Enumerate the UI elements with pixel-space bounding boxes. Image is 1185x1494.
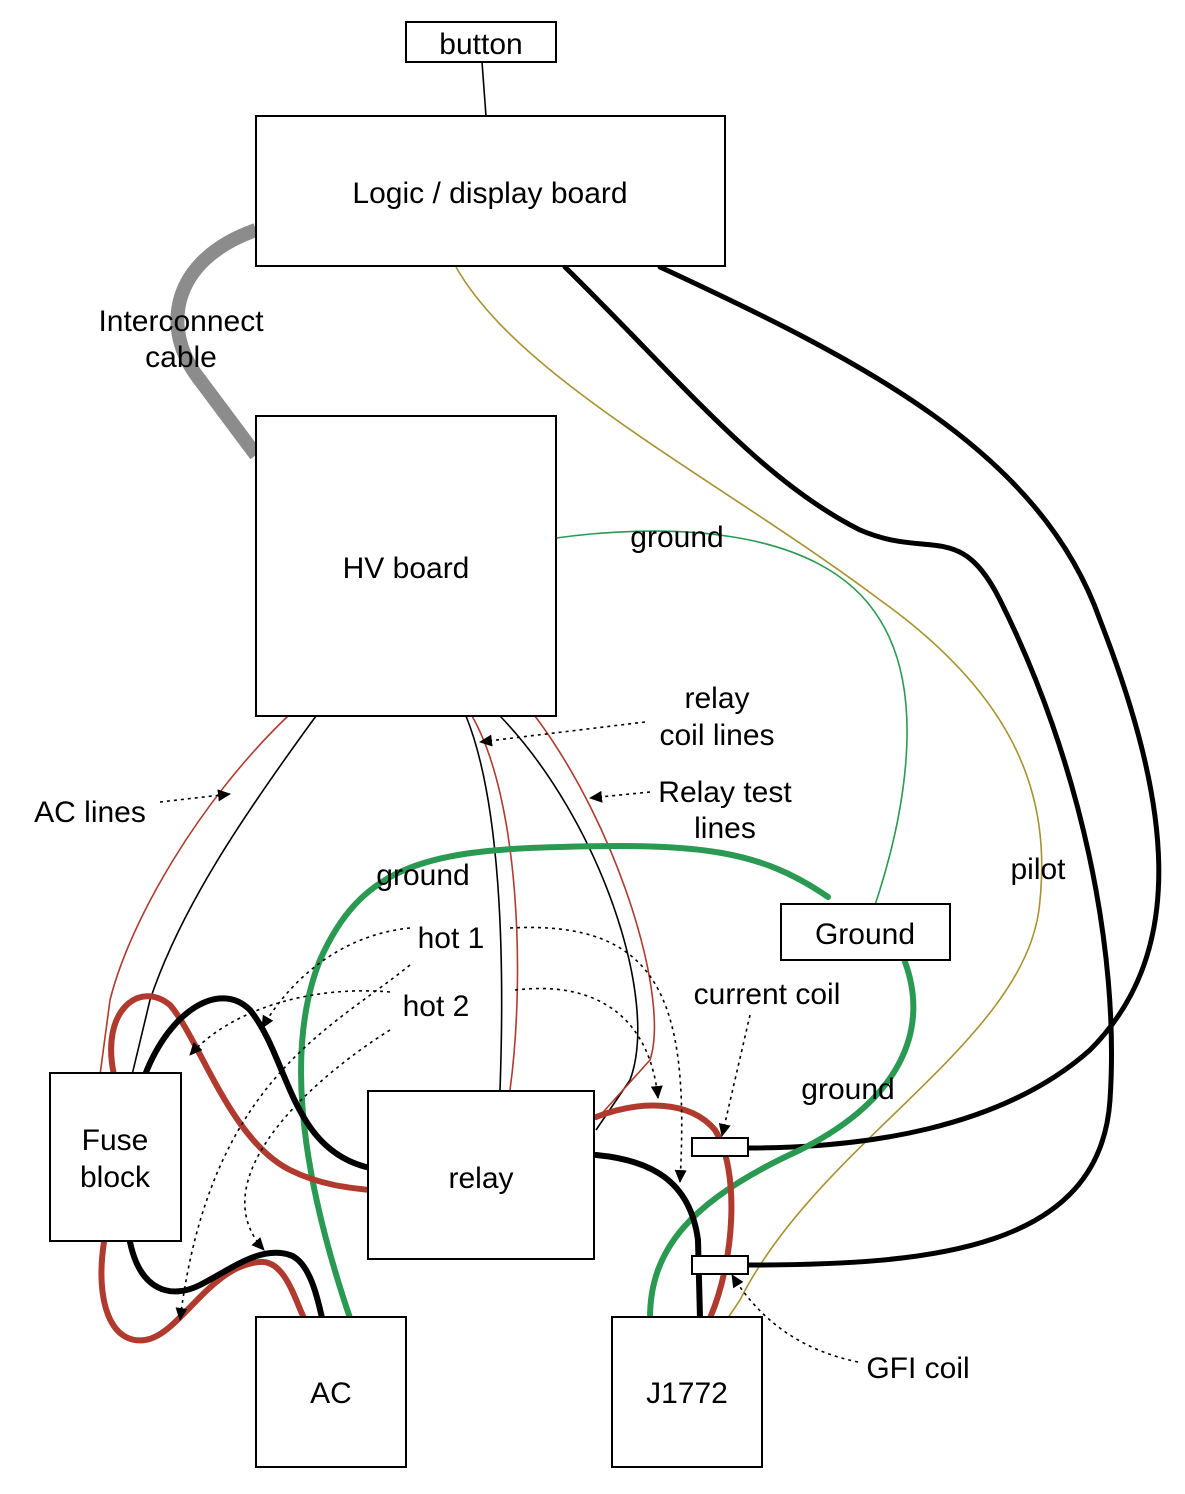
gfi-coil-label: GFI coil: [866, 1352, 969, 1385]
button-box: button: [405, 21, 557, 63]
hot2-relay-j1772: [593, 1152, 703, 1321]
button-label: button: [439, 28, 522, 61]
relay-test-line-black: [499, 715, 639, 1131]
ac-lines-leader: [159, 789, 231, 803]
ac-box: AC: [255, 1316, 407, 1468]
relay-coil-line-black: [465, 715, 503, 1091]
button-lead: [481, 61, 487, 117]
j1772-label: J1772: [646, 1377, 728, 1410]
fuse-block-label-1: Fuse: [82, 1124, 149, 1157]
current-coil-icon: [691, 1137, 749, 1157]
gfi-coil-icon: [691, 1255, 749, 1275]
hot2-leader-fuse: [189, 990, 391, 1056]
hot2-fuse-ac: [127, 1239, 325, 1321]
hot1-label: hot 1: [418, 922, 485, 955]
hot2-label: hot 2: [403, 990, 470, 1023]
ground-thick-label: ground: [376, 859, 469, 892]
gfi-coil-sense-wire: [562, 264, 1114, 1268]
relay-test-line-red: [534, 715, 656, 1121]
current-coil-sense-wire: [657, 264, 1162, 1151]
relay-coil-leader: [479, 721, 646, 747]
relay-coil-line-red: [471, 715, 519, 1091]
ac-lines-label: AC lines: [34, 796, 146, 829]
ac-line-red: [99, 715, 289, 1076]
hv-ground-wire: [555, 530, 908, 906]
ground-box: Ground: [780, 903, 951, 961]
relay-test-leader: [589, 790, 651, 803]
relay-coil-label-1: relay: [684, 682, 749, 715]
relay-label: relay: [448, 1162, 513, 1195]
hv-board-box: HV board: [255, 415, 557, 717]
hot2-fuse-relay: [142, 995, 373, 1171]
relay-test-label-1: Relay test: [658, 776, 792, 809]
hot2-leader-relay: [514, 987, 663, 1099]
ground-box-label: Ground: [815, 918, 915, 951]
relay-box: relay: [367, 1090, 595, 1260]
fuse-block-label-2: block: [80, 1161, 151, 1194]
pilot-wire: [455, 266, 1043, 1319]
interconnect-label-1: Interconnect: [98, 305, 264, 338]
ac-line-black: [131, 715, 317, 1076]
j1772-box: J1772: [611, 1316, 763, 1468]
relay-test-label-2: lines: [694, 812, 756, 845]
ground-wire-ac: [298, 843, 831, 1321]
hot2-leader-ac: [244, 1029, 391, 1251]
interconnect-cable: [170, 223, 262, 460]
interconnect-label-2: cable: [145, 341, 217, 374]
hot1-fuse-relay: [108, 993, 373, 1193]
current-coil-leader: [718, 1014, 751, 1137]
pilot-label: pilot: [1010, 853, 1066, 886]
relay-coil-label-2: coil lines: [659, 719, 774, 752]
hot1-fuse-ac: [98, 1239, 307, 1344]
logic-board-box: Logic / display board: [255, 115, 726, 267]
hv-board-label: HV board: [343, 552, 470, 585]
logic-board-label: Logic / display board: [352, 177, 627, 210]
ac-label: AC: [310, 1377, 352, 1410]
hot1-leader-fuse: [261, 927, 411, 1029]
hot1-leader-j1772: [509, 926, 687, 1183]
hv-ground-label: ground: [630, 521, 723, 554]
ground-j1772-label: ground: [801, 1073, 894, 1106]
ground-wire-j1772: [647, 959, 917, 1321]
fuse-block-box: Fuse block: [49, 1072, 182, 1242]
current-coil-label: current coil: [694, 978, 841, 1011]
